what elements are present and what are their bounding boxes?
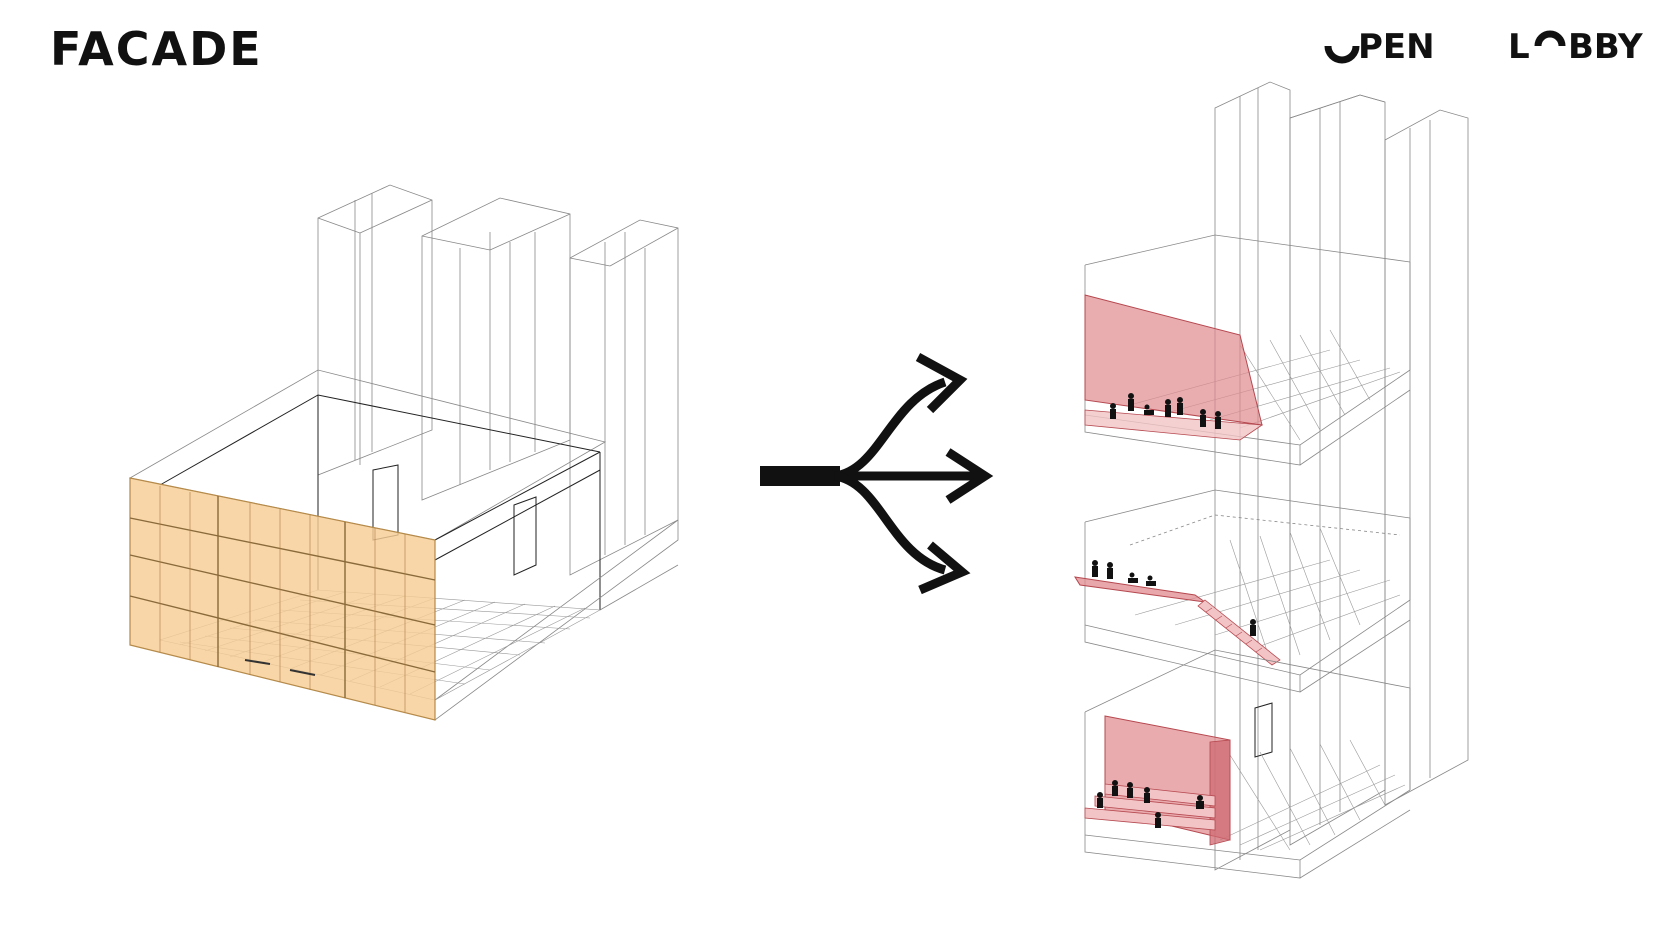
lobby-level-1-people bbox=[1110, 393, 1221, 429]
open-lobby-title: PEN L BBY bbox=[1324, 28, 1643, 67]
facade-title: FACADE bbox=[50, 22, 263, 76]
open-word-rest: PEN bbox=[1358, 28, 1435, 67]
lobby-o-glyph bbox=[1534, 30, 1566, 47]
lobby-level-2 bbox=[1074, 489, 1411, 693]
facade-panel bbox=[129, 477, 436, 721]
lobby-level-1 bbox=[1084, 234, 1411, 466]
facade-panel-fill bbox=[129, 477, 436, 721]
facade-building bbox=[128, 184, 679, 721]
lobby-word-start: L bbox=[1508, 28, 1530, 67]
lobby-towers bbox=[1214, 81, 1469, 871]
lobby-level-2-stair bbox=[1197, 599, 1281, 666]
lobby-level-2-people bbox=[1092, 560, 1256, 636]
lobby-word-rest: BBY bbox=[1568, 28, 1643, 67]
lobby-level-3 bbox=[1084, 649, 1411, 879]
lobby-level-2-balcony bbox=[1074, 576, 1206, 603]
open-lobby-building bbox=[1074, 81, 1469, 879]
lobby-level-3-people bbox=[1097, 780, 1204, 828]
branch-arrow-icon bbox=[760, 353, 994, 595]
open-o-glyph bbox=[1324, 45, 1360, 64]
background-towers bbox=[317, 184, 679, 576]
